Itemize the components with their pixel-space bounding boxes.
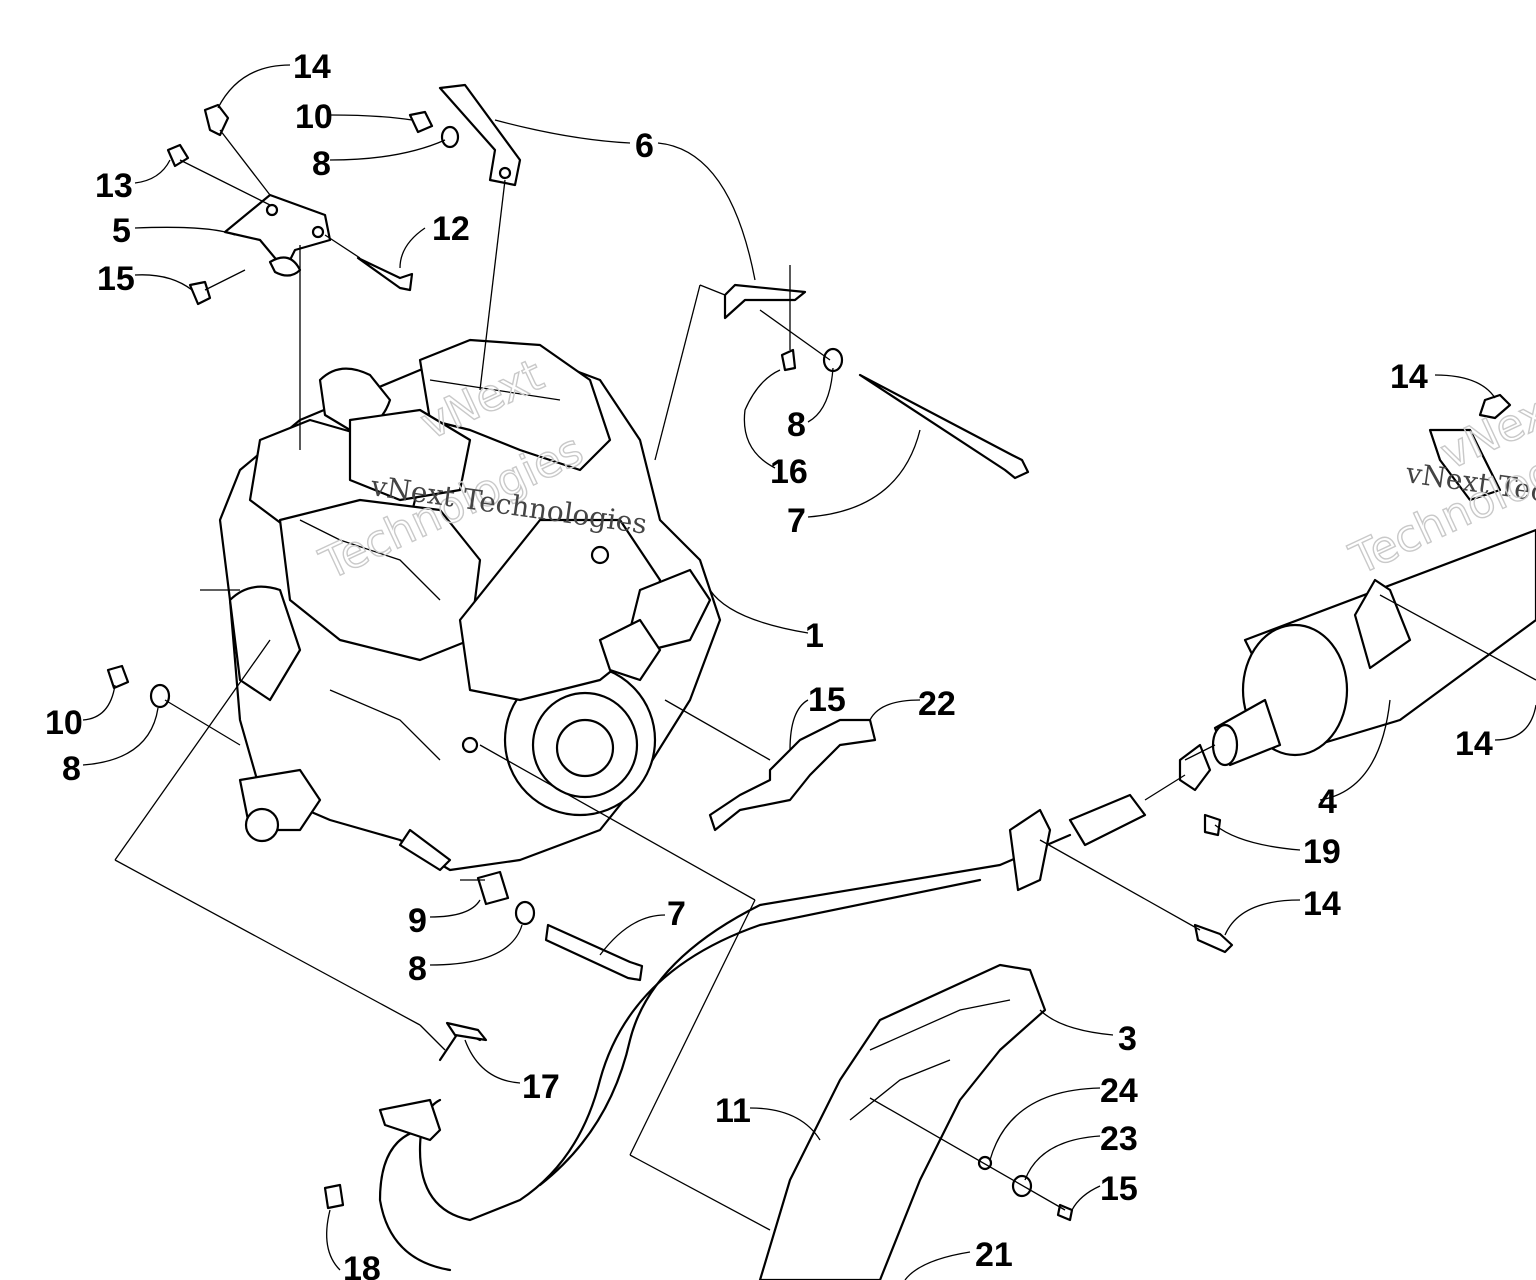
muffler bbox=[1178, 428, 1536, 792]
assembly-lines bbox=[114, 129, 1536, 1231]
leader-lines bbox=[82, 64, 1536, 1280]
heat-shield bbox=[758, 963, 1047, 1280]
callout-3: 3 bbox=[1118, 1020, 1137, 1058]
callout-8: 8 bbox=[408, 950, 427, 988]
callout-labels: 14 10 8 6 13 5 12 15 8 16 7 1 10 8 15 22… bbox=[45, 48, 1493, 1280]
callout-23: 23 bbox=[1100, 1120, 1138, 1158]
callout-11: 11 bbox=[715, 1092, 751, 1130]
front-engine-bracket bbox=[223, 193, 332, 277]
callout-13: 13 bbox=[95, 167, 133, 205]
callout-21: 21 bbox=[975, 1236, 1013, 1274]
callout-18: 18 bbox=[343, 1250, 381, 1280]
callout-7: 7 bbox=[667, 895, 686, 933]
callout-15: 15 bbox=[808, 681, 846, 719]
callout-6: 6 bbox=[635, 127, 654, 165]
callout-24: 24 bbox=[1100, 1072, 1138, 1110]
callout-8: 8 bbox=[62, 750, 81, 788]
brake-pedal bbox=[708, 718, 877, 832]
callout-5: 5 bbox=[112, 212, 131, 250]
callout-8: 8 bbox=[312, 145, 331, 183]
callout-19: 19 bbox=[1303, 833, 1341, 871]
engine-assembly bbox=[200, 338, 722, 872]
callout-15: 15 bbox=[1100, 1170, 1138, 1208]
callout-4: 4 bbox=[1318, 783, 1337, 821]
callout-1: 1 bbox=[805, 617, 824, 655]
callout-16: 16 bbox=[770, 453, 808, 491]
callout-14: 14 bbox=[293, 48, 331, 86]
callout-8: 8 bbox=[787, 406, 806, 444]
callout-7: 7 bbox=[787, 502, 806, 540]
callout-10: 10 bbox=[295, 98, 333, 136]
callout-22: 22 bbox=[918, 685, 956, 723]
callout-14: 14 bbox=[1390, 358, 1428, 396]
callout-14: 14 bbox=[1455, 725, 1493, 763]
side-mount-bracket bbox=[723, 283, 807, 320]
rear-engine-bracket bbox=[438, 83, 522, 187]
callout-10: 10 bbox=[45, 704, 83, 742]
callout-17: 17 bbox=[522, 1068, 560, 1106]
exhaust-pipe bbox=[378, 793, 1147, 1272]
callout-15: 15 bbox=[97, 260, 135, 298]
callout-12: 12 bbox=[432, 210, 470, 248]
callout-14: 14 bbox=[1303, 885, 1341, 923]
callout-9: 9 bbox=[408, 902, 427, 940]
